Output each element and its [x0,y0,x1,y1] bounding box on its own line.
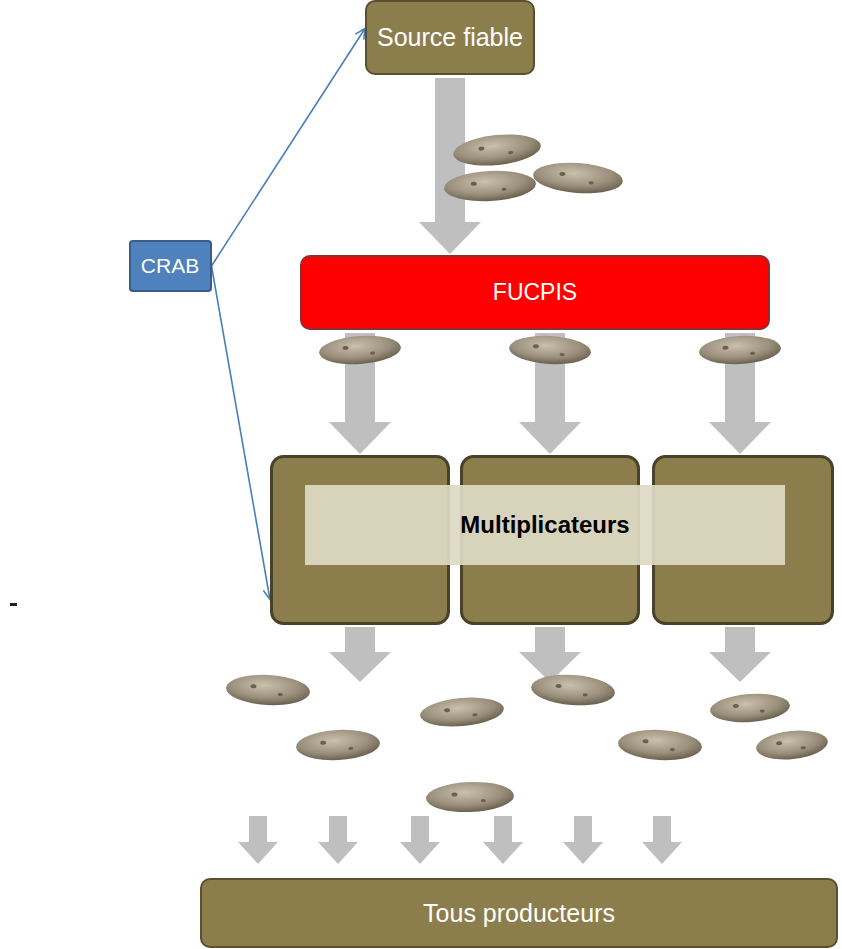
flow-shaft [419,78,481,254]
potato-eye [471,182,477,186]
potato-eye [642,739,648,743]
potato-body [452,130,543,169]
fucpis-box: FUCPIS [300,255,770,330]
label-band: Multiplicateurs [305,485,785,565]
flow-arrow [238,627,771,864]
flow-shaft [238,816,278,864]
node-label: Source fiable [377,23,523,52]
node-label: Tous producteurs [423,899,615,928]
potato-eye [722,346,728,350]
flow-shaft [709,627,771,682]
crab-box: CRAB [129,240,212,292]
flow-shaft [329,627,391,682]
potato [443,169,536,204]
potato-body [419,694,505,729]
potato-eye [508,151,513,155]
link-line [212,266,271,600]
node-label: Multiplicateurs [460,511,629,539]
potato-body [225,673,310,707]
potato-eye [801,746,806,750]
potato-eye [555,684,561,688]
potato-eye [733,704,739,708]
potato [318,333,402,367]
potato-body [443,169,536,204]
flow-shaft [400,816,440,864]
source-box: Source fiable [365,0,535,75]
potato-body [295,728,380,762]
potato [530,672,616,708]
potato-body [508,334,591,366]
producers-box: Tous producteurs [200,878,838,948]
node-label: CRAB [141,254,199,278]
potato [755,727,830,762]
stray-mark [10,603,17,606]
potato-eye [589,181,594,185]
potato-eye [776,741,782,746]
potato-eye [478,146,484,151]
potato-body [426,780,515,813]
potato-eye [760,709,765,713]
potato-eye [444,708,450,713]
potato [709,691,791,725]
link-arrow [212,29,366,267]
potato-eye [342,346,348,350]
flow-arrow [419,78,481,254]
potato [295,728,380,762]
flow-shaft [318,816,358,864]
potato-body [530,672,616,708]
potato-eye [533,344,539,348]
flow-shaft [642,816,682,864]
potato-eye [583,693,588,697]
potato [426,780,515,813]
potato-eye [320,741,326,745]
potato-eye [670,748,675,751]
potato-eye [370,351,375,355]
potato [225,673,310,707]
potato-eye [472,713,477,717]
node-label: FUCPIS [493,279,577,305]
potato-eye [750,352,755,355]
flow-shaft [483,816,523,864]
flow-shaft [519,627,581,682]
potato [617,728,702,762]
potato-body [532,160,624,196]
potato-body [755,727,830,762]
potato [419,694,505,729]
potato-eye [451,792,457,796]
potato-eye [559,172,565,176]
potato [532,160,624,196]
potato-body [617,728,702,762]
potato-body [709,691,791,725]
potato [698,334,781,366]
link-arrow [212,266,271,600]
potato [508,334,591,366]
potato-body [698,334,781,366]
link-line [212,29,366,267]
potato-body [318,333,402,367]
potato-eye [348,747,353,750]
potato-eye [559,353,564,356]
potato-eye [481,799,486,802]
multiplier-group: Multiplicateurs [270,455,834,625]
potato-eye [250,684,256,688]
potato-eye [278,693,283,696]
flow-shaft [563,816,603,864]
potato [452,130,543,169]
potato-eye [501,188,506,191]
